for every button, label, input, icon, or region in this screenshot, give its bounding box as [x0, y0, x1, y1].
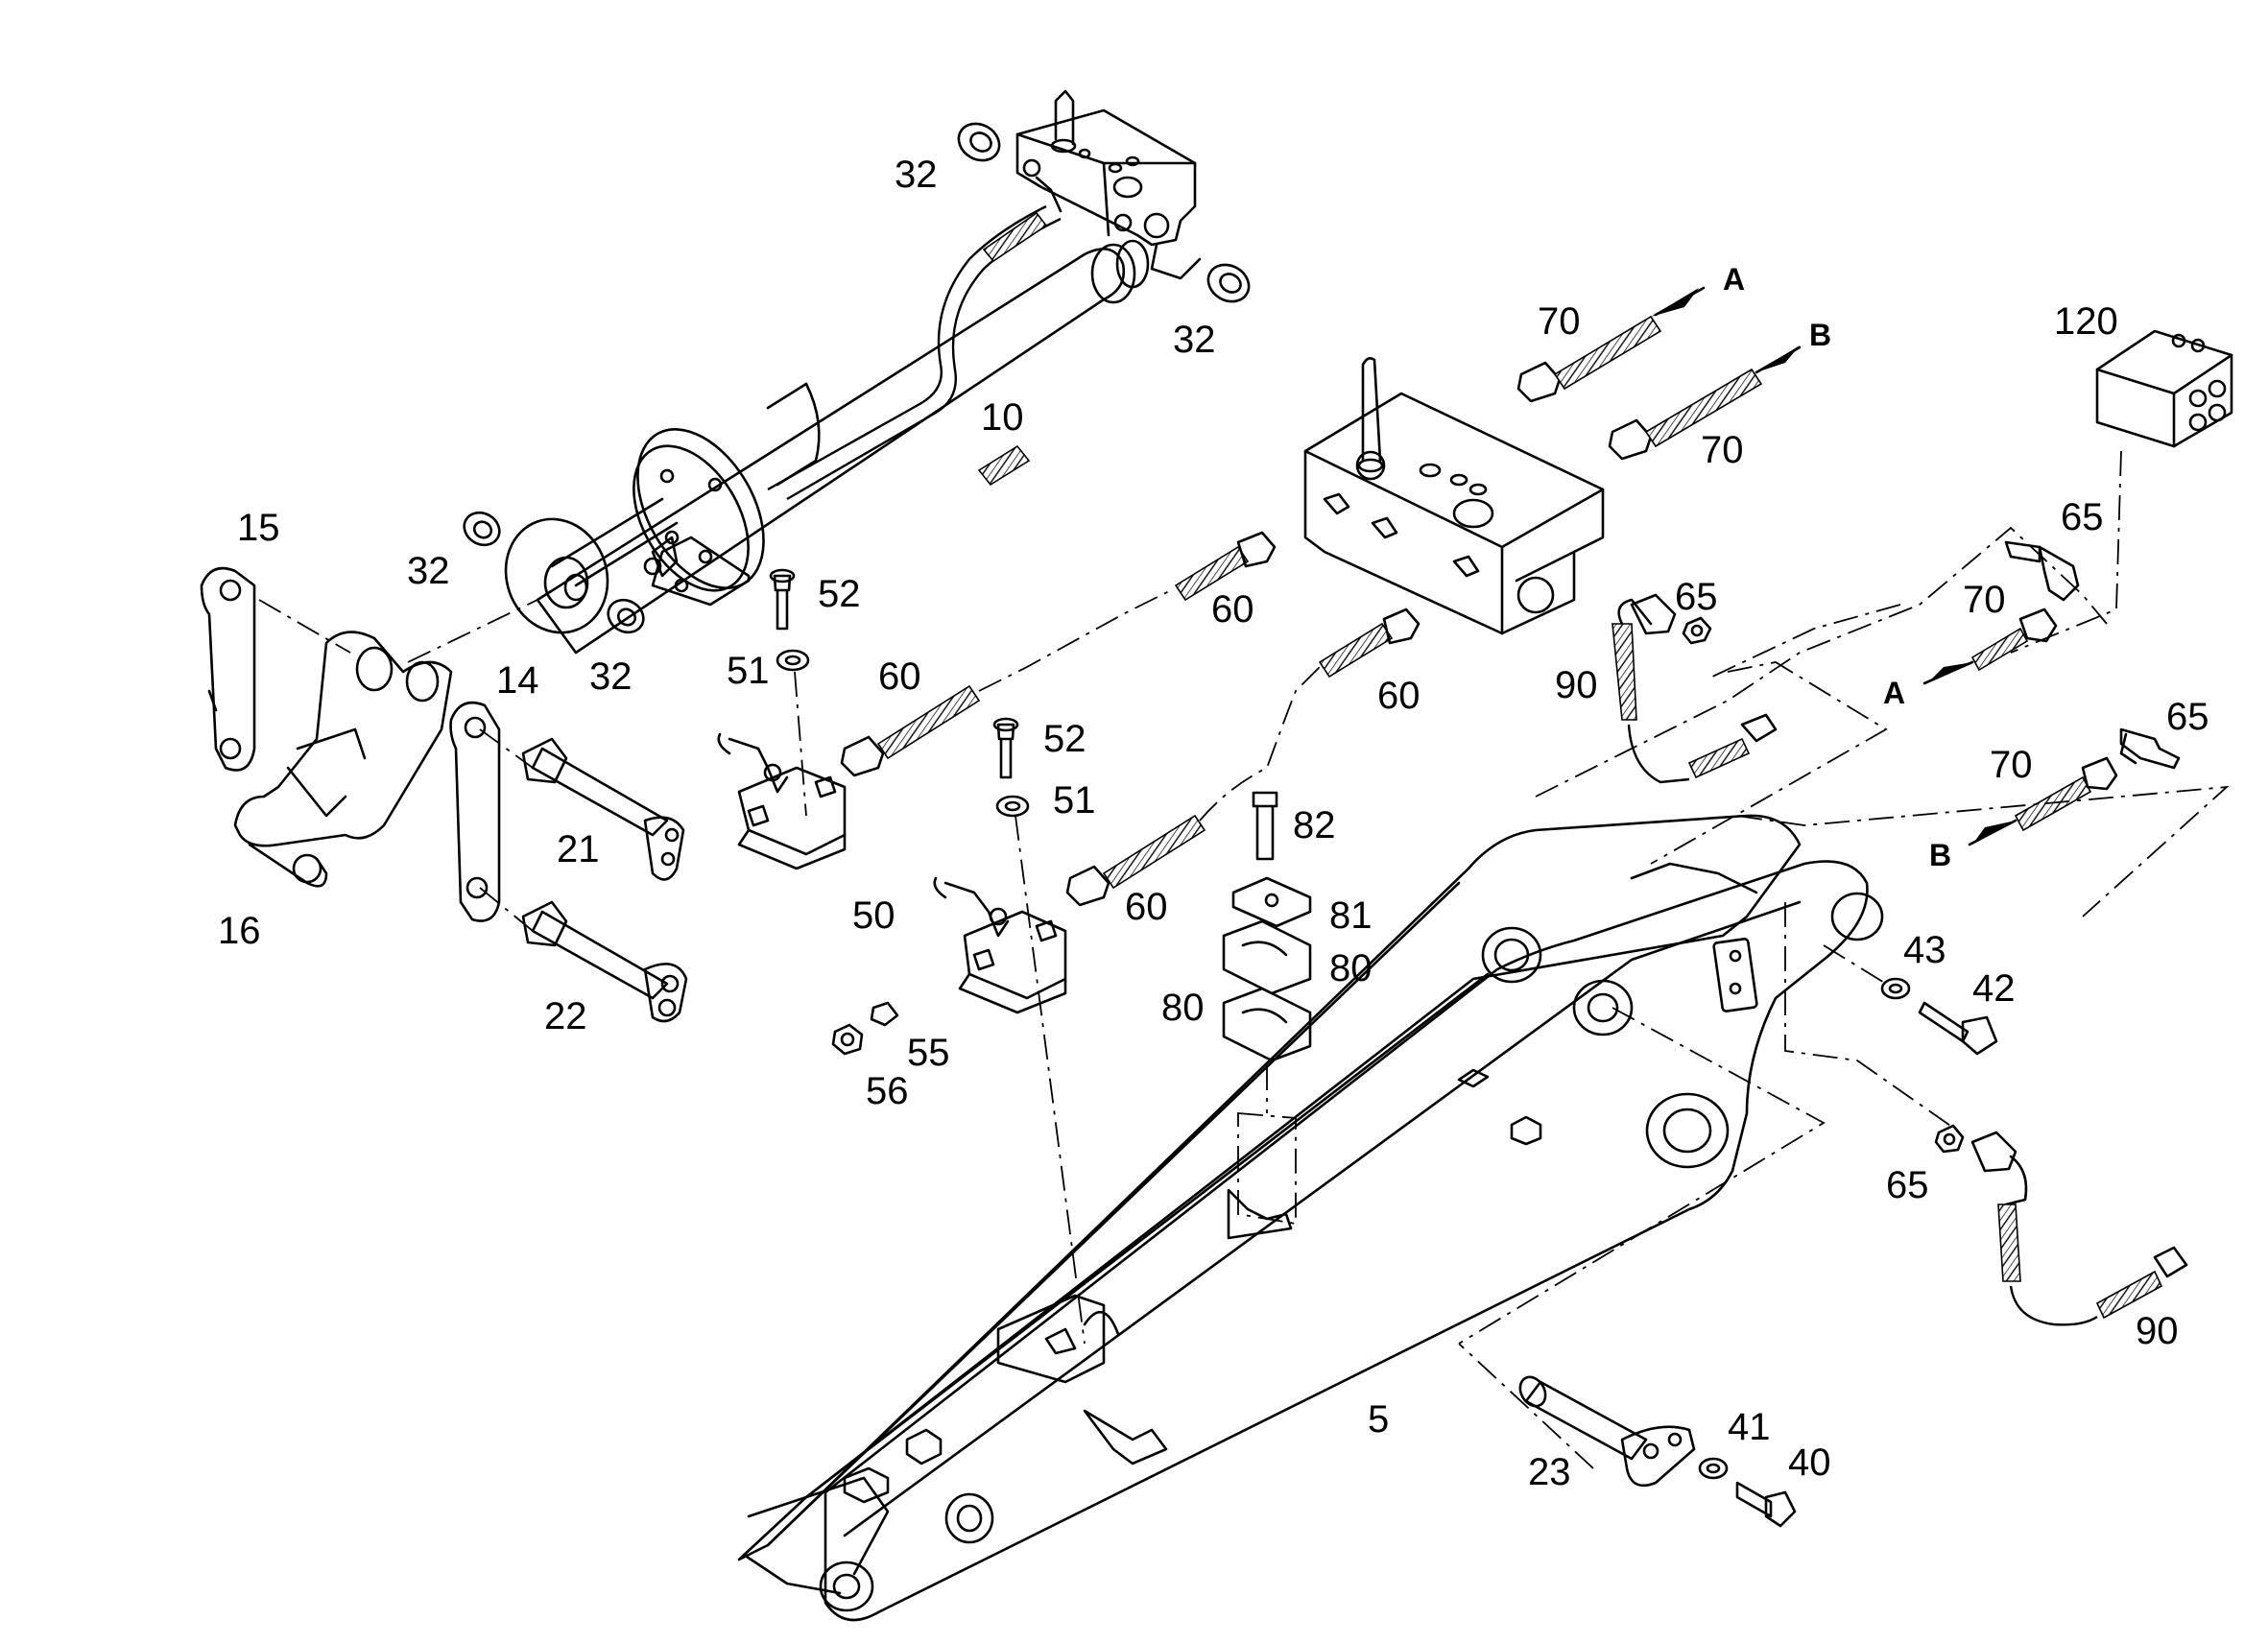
callout-55: 55	[907, 1032, 950, 1074]
nut-56	[831, 1023, 864, 1056]
callout-70-d: 70	[1990, 744, 2033, 786]
callout-42: 42	[1972, 967, 2016, 1010]
connection-arrows	[1651, 286, 2017, 846]
hose-60-upper-left	[840, 684, 981, 777]
callout-80-b: 80	[1161, 987, 1205, 1029]
rocker-link-16	[233, 631, 453, 888]
connection-label-b-top: B	[1809, 318, 1831, 352]
callout-70-a: 70	[1538, 300, 1581, 343]
ball-valves	[717, 732, 1067, 1014]
callout-23: 23	[1528, 1451, 1571, 1493]
callout-41: 41	[1728, 1406, 1771, 1448]
bolt-42	[1918, 1001, 1998, 1056]
callout-60-d: 60	[1125, 886, 1168, 928]
pin-21	[521, 737, 685, 881]
washer-51-upper	[776, 649, 810, 672]
washer-51-lower	[995, 795, 1030, 818]
callout-51-lower: 51	[1053, 779, 1096, 822]
callout-120: 120	[2054, 300, 2118, 343]
callout-65-c: 65	[2166, 696, 2209, 738]
link-plate-14	[449, 701, 501, 922]
fitting-65-right-lower	[2119, 727, 2181, 770]
pin-23	[1518, 1375, 1696, 1488]
clamp-halves-80	[1222, 919, 1312, 1062]
ball-valve-upper	[717, 732, 847, 870]
callout-90-b: 90	[2136, 1310, 2179, 1352]
callout-60-b: 60	[878, 655, 921, 698]
callout-60-c: 60	[1377, 675, 1420, 717]
callout-65-a: 65	[2061, 496, 2104, 538]
fitting-65-top	[1682, 616, 1712, 645]
callout-16: 16	[218, 910, 261, 952]
linkage-parts	[200, 566, 688, 1023]
callout-10: 10	[981, 396, 1024, 439]
hoses-and-fittings	[840, 315, 2188, 1326]
callout-50: 50	[852, 894, 895, 937]
clamp-plate-81	[1231, 876, 1312, 928]
callout-80-a: 80	[1329, 947, 1373, 989]
seal-ring-32-left	[463, 511, 501, 547]
callout-32-bottom: 32	[589, 655, 633, 698]
bolt-40	[1735, 1481, 1797, 1528]
fitting-55	[870, 1001, 899, 1027]
callout-60-a: 60	[1211, 588, 1254, 631]
callout-70-c: 70	[1963, 579, 2006, 621]
connection-label-a-top: A	[1723, 262, 1745, 297]
connection-label-b-right: B	[1929, 838, 1951, 872]
callout-52-lower: 52	[1043, 718, 1086, 760]
callout-15: 15	[237, 507, 280, 549]
link-plate-15	[200, 566, 256, 772]
callout-51-upper: 51	[727, 650, 770, 692]
callout-14: 14	[496, 659, 539, 702]
callout-32-top: 32	[895, 154, 938, 196]
callout-40: 40	[1788, 1441, 1831, 1484]
hose-60-lower-left	[1065, 814, 1206, 907]
callout-65-b: 65	[1675, 576, 1718, 618]
ball-valve-lower	[933, 876, 1067, 1014]
boom-arm	[737, 814, 1884, 1622]
callout-90-a: 90	[1555, 664, 1598, 706]
bolt-82	[1252, 791, 1278, 861]
callout-5: 5	[1368, 1398, 1389, 1441]
seal-rings	[463, 122, 1251, 634]
hose-70-lower	[1608, 368, 1763, 461]
callout-52-upper: 52	[818, 573, 861, 615]
callout-81: 81	[1329, 894, 1373, 937]
callout-32-right: 32	[1173, 319, 1216, 361]
fasteners	[769, 329, 2233, 1528]
hose-70-upper	[1516, 315, 1662, 403]
callout-21: 21	[557, 828, 600, 870]
fitting-65-right-upper	[2004, 540, 2080, 602]
callout-32-left: 32	[407, 550, 450, 592]
washer-43	[1880, 977, 1911, 1000]
control-valve-block	[1303, 357, 1605, 635]
hose-60-upper-right	[1174, 531, 1277, 602]
callout-82: 82	[1293, 804, 1336, 846]
hose-70-right-upper	[1970, 608, 2058, 672]
screw-52-upper	[769, 568, 796, 631]
hose-60-lower-right	[1318, 608, 1420, 679]
leader-lines	[258, 450, 2230, 1469]
callout-56: 56	[866, 1070, 909, 1112]
callout-65-d: 65	[1886, 1164, 1929, 1206]
pin-22	[521, 900, 688, 1023]
hydraulic-cylinder	[504, 89, 1202, 655]
hose-70-right-lower	[2014, 756, 2118, 832]
washer-41	[1698, 1457, 1729, 1480]
connection-label-a-right: A	[1883, 676, 1905, 710]
callout-43: 43	[1903, 929, 1946, 971]
callout-labels: 5 10 14 15 16 21 22 23 32 32 32 32 40 41…	[218, 154, 2209, 1493]
elbow-hose-90-top	[1611, 593, 1778, 784]
adapter-120	[2095, 329, 2233, 448]
fitting-65-bottom	[1934, 1124, 1965, 1154]
screw-52-lower	[992, 717, 1019, 779]
elbow-hose-90-bottom	[1970, 1131, 2188, 1326]
callout-70-b: 70	[1701, 429, 1744, 471]
callout-22: 22	[544, 995, 587, 1037]
seal-ring-32-right	[1206, 263, 1251, 303]
seal-ring-32-top	[957, 122, 1001, 162]
seal-ring-32-bottom	[607, 598, 645, 634]
